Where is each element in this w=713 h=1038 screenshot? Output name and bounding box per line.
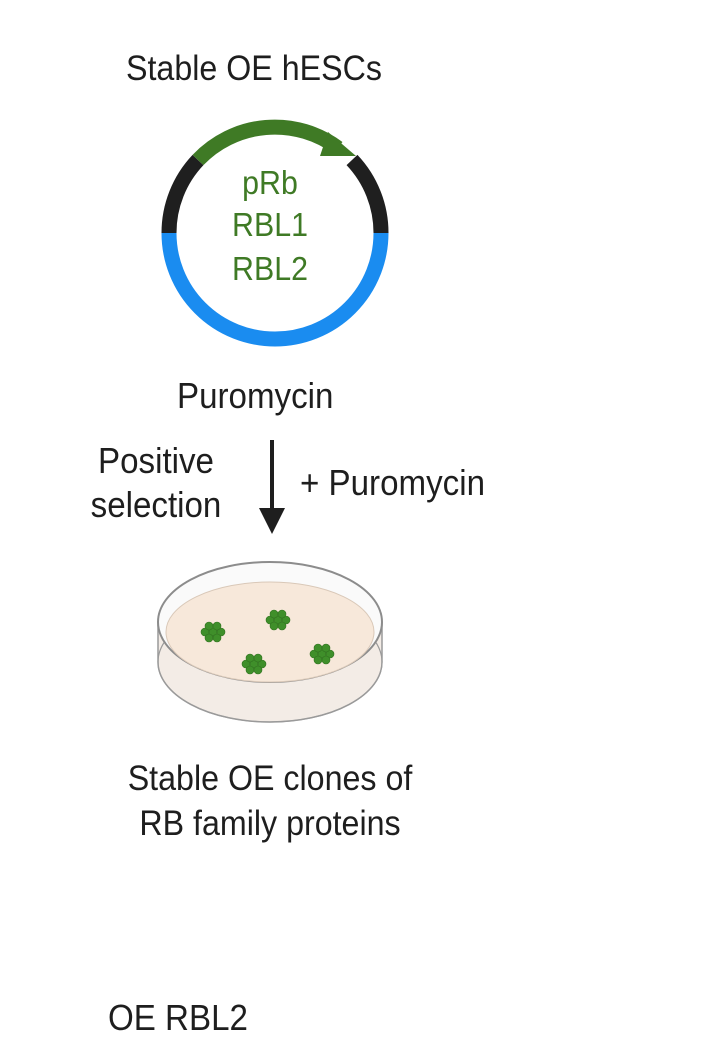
cell-colony — [309, 643, 335, 665]
resistance-cassette-arc — [161, 232, 389, 347]
backbone-arc-left — [161, 154, 204, 234]
cell-colony — [200, 621, 226, 643]
selection-label-line2: selection — [90, 484, 222, 525]
gene-insert-arc — [192, 119, 343, 166]
plasmid-gene-prb: pRb — [242, 164, 298, 201]
plasmid-gene-rbl1: RBL1 — [232, 206, 308, 243]
petri-dish-illustration — [157, 561, 383, 723]
insert-arrowhead — [320, 132, 356, 156]
plasmid-diagram — [161, 119, 389, 347]
diagram-title: Stable OE hESCs — [126, 49, 382, 88]
result-label-line2: RB family proteins — [139, 804, 401, 843]
culture-medium — [165, 581, 375, 683]
plasmid-gene-rbl2: RBL2 — [232, 250, 308, 287]
cell-colony — [241, 653, 267, 675]
cell-colony — [265, 609, 291, 631]
resistance-label: Puromycin — [177, 375, 334, 416]
selection-label-line1: Positive — [98, 440, 214, 481]
selection-drug-label: + Puromycin — [300, 462, 485, 503]
backbone-arc-right — [346, 154, 389, 234]
result-label-line1: Stable OE clones of — [127, 759, 413, 798]
down-arrow-icon — [259, 440, 285, 534]
bottom-section-label: OE RBL2 — [108, 997, 248, 1038]
